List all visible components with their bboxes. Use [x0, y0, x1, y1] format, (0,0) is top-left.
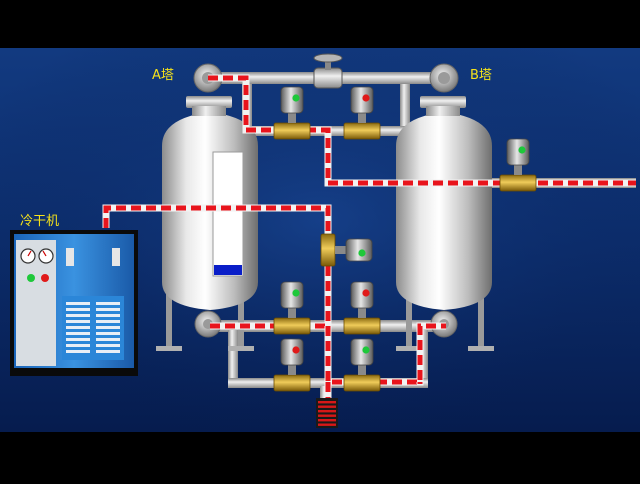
- valve-group: [273, 86, 537, 392]
- valve-v-a-bottom[interactable]: [273, 281, 311, 335]
- dryer-run-light: [27, 274, 35, 282]
- valve-v-mid[interactable]: [320, 233, 373, 267]
- vent-slat: [96, 326, 120, 329]
- valve-v-b-outlet[interactable]: [499, 138, 537, 192]
- vent-slat: [66, 326, 90, 329]
- valve-v-a-top[interactable]: [273, 86, 311, 140]
- valve-state-light: [362, 94, 370, 102]
- tower-a-level-fill: [214, 265, 242, 275]
- tower-b: [396, 96, 494, 351]
- pressure-gauge-icon: [38, 248, 54, 264]
- vent-slat: [96, 332, 120, 335]
- flow-purge-bottom: [325, 323, 446, 385]
- vent-slat: [96, 314, 120, 317]
- vent-slat: [66, 338, 90, 341]
- valve-state-light: [358, 249, 366, 257]
- valve-state-light: [292, 94, 300, 102]
- tower-a-level-gauge: [212, 151, 244, 277]
- valve-v-b-drain[interactable]: [343, 338, 381, 392]
- pressure-gauge-icon: [20, 248, 36, 264]
- vent-slat: [66, 302, 90, 305]
- vent-slat: [66, 314, 90, 317]
- flow-exhaust: [325, 382, 423, 398]
- silencer-stripe: [318, 414, 336, 417]
- vent-slat: [66, 350, 90, 353]
- valve-state-light: [292, 289, 300, 297]
- dryer-label: 冷干机: [20, 214, 60, 229]
- vent-slat: [96, 344, 120, 347]
- flow-a-top-header: [208, 75, 636, 186]
- vent-slat: [96, 350, 120, 353]
- dryer-fault-light: [41, 274, 49, 282]
- vent-slat: [66, 320, 90, 323]
- refrigerated-dryer[interactable]: [10, 230, 138, 376]
- vent-slat: [96, 308, 120, 311]
- manual-top-valve[interactable]: [313, 53, 343, 89]
- valve-v-b-bottom[interactable]: [343, 281, 381, 335]
- silencer-stripe: [318, 405, 336, 408]
- exhaust-silencer: [316, 398, 338, 428]
- valve-state-light: [362, 346, 370, 354]
- valve-state-light: [292, 346, 300, 354]
- dryer-vent-grille: [66, 302, 120, 353]
- valve-state-light: [518, 146, 526, 154]
- vent-slat: [66, 332, 90, 335]
- vent-slat: [66, 308, 90, 311]
- vent-slat: [96, 320, 120, 323]
- silencer-stripe: [318, 410, 336, 413]
- valve-v-b-top[interactable]: [343, 86, 381, 140]
- valve-state-light: [362, 289, 370, 297]
- flow-inlet: [103, 205, 331, 326]
- valve-v-a-drain[interactable]: [273, 338, 311, 392]
- silencer-stripe: [318, 423, 336, 426]
- silencer-stripe: [318, 401, 336, 404]
- tower-b-label: B塔: [470, 68, 492, 83]
- silencer-stripe: [318, 419, 336, 422]
- tower-a-label: A塔: [152, 68, 174, 83]
- vent-slat: [66, 344, 90, 347]
- vent-slat: [96, 302, 120, 305]
- vent-slat: [96, 338, 120, 341]
